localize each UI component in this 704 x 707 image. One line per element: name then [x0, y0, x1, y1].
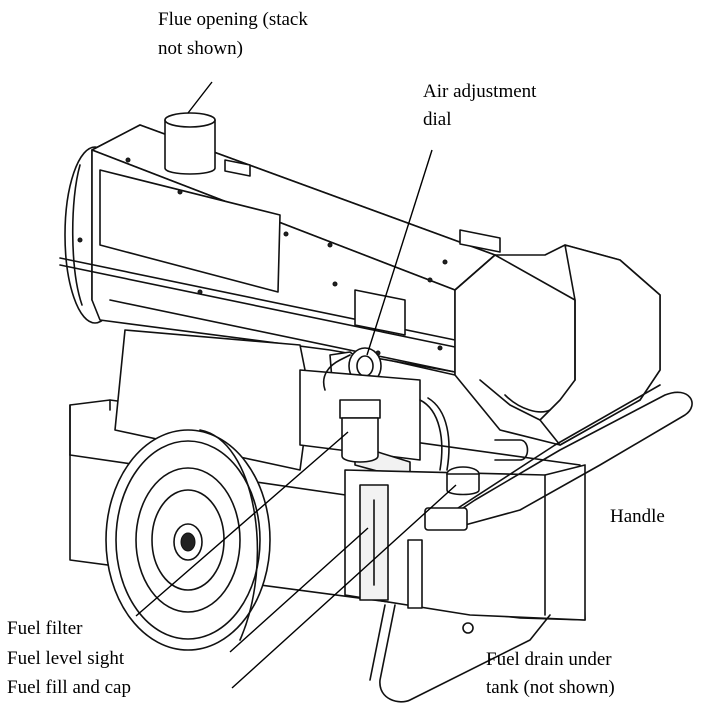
handle-frame	[369, 384, 693, 703]
leader-air	[366, 149, 433, 356]
leader-fuel-filter	[135, 431, 349, 617]
flue-opening	[164, 112, 216, 175]
flue-opening-label-line1: Flue opening (stack	[158, 9, 308, 30]
fuel-drain-label-line1: Fuel drain under	[486, 649, 612, 670]
fuel-drain-label-line2: tank (not shown)	[486, 677, 615, 698]
wheel	[105, 429, 271, 651]
air-adjustment-label-line2: dial	[423, 109, 452, 130]
fuel-fill-cap-label: Fuel fill and cap	[7, 677, 131, 698]
fuel-filter	[322, 354, 381, 463]
leader-fuel-fill-cap	[231, 484, 457, 689]
fuel-level-sight-label: Fuel level sight	[7, 648, 125, 669]
fuel-fill-cap	[419, 397, 529, 496]
leader-flue	[187, 81, 213, 114]
handle-label: Handle	[610, 506, 665, 527]
fuel-filter-label: Fuel filter	[7, 618, 83, 639]
air-adjustment-label-line1: Air adjustment	[423, 81, 537, 102]
leader-fuel-level-sight	[229, 527, 369, 653]
front-housing	[454, 244, 661, 446]
flue-opening-label-line2: not shown)	[158, 38, 243, 59]
